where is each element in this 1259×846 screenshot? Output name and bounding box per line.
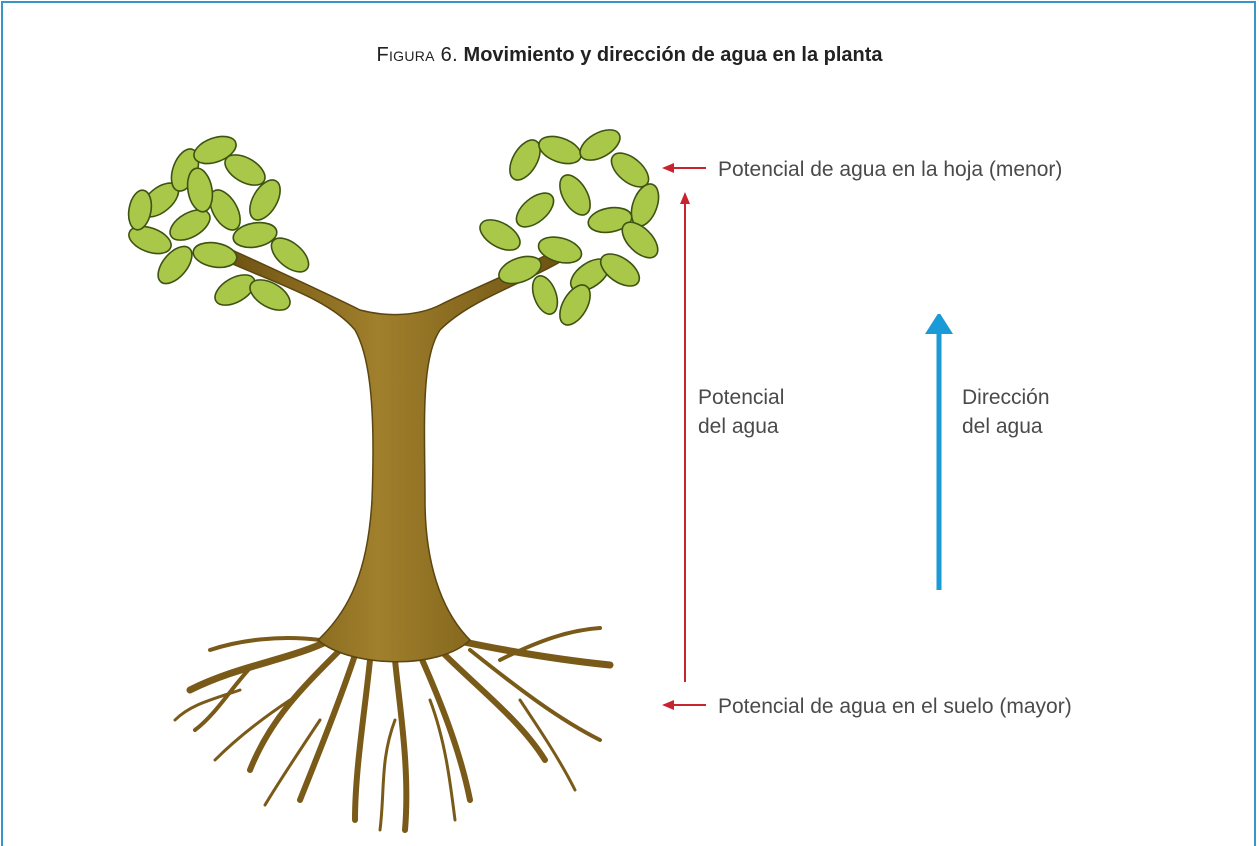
water-potential-label-line2: del agua [698, 412, 784, 441]
water-potential-label: Potencial del agua [698, 383, 784, 441]
right-foliage [475, 124, 664, 330]
water-direction-label-line1: Dirección [962, 383, 1050, 412]
leaf-potential-label: Potencial de agua en la hoja (menor) [718, 155, 1062, 184]
trunk [228, 250, 560, 662]
water-direction-label-line2: del agua [962, 412, 1050, 441]
soil-potential-label: Potencial de agua en el suelo (mayor) [718, 692, 1072, 721]
water-direction-label: Dirección del agua [962, 383, 1050, 441]
left-foliage [125, 131, 314, 316]
water-potential-label-line1: Potencial [698, 383, 784, 412]
